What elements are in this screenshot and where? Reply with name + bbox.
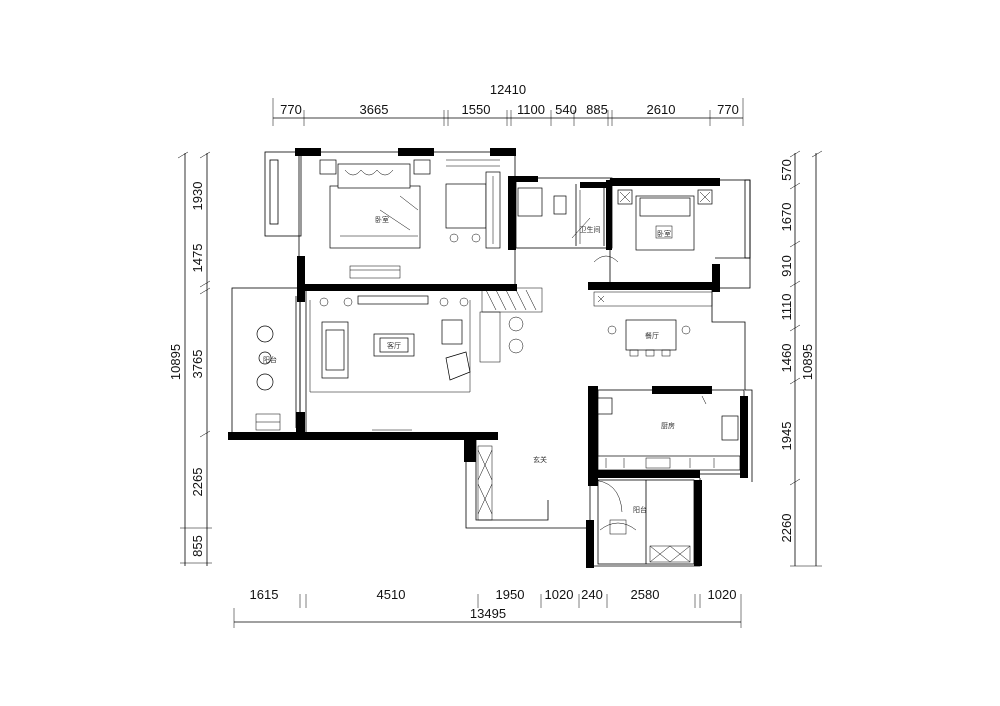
tv-cabinet bbox=[357, 295, 429, 305]
label-entry: 玄关 bbox=[533, 455, 547, 464]
dim-left-total: 10895 bbox=[168, 344, 183, 380]
dim-top-1: 770 bbox=[280, 102, 302, 117]
label-left-balcony: 阳台 bbox=[263, 355, 277, 364]
round-table bbox=[258, 351, 272, 365]
bathroom: 卫生间 bbox=[517, 187, 601, 244]
dim-bottom-3: 1950 bbox=[496, 587, 525, 602]
dim-bottom-6: 2580 bbox=[631, 587, 660, 602]
dim-right-3: 910 bbox=[779, 255, 794, 277]
dining-area: 餐厅 bbox=[479, 287, 713, 363]
dim-bottom-5: 240 bbox=[581, 587, 603, 602]
dim-bottom-4: 1020 bbox=[545, 587, 574, 602]
dim-left-5: 855 bbox=[190, 535, 205, 557]
left-balcony: 阳台 bbox=[255, 325, 281, 431]
dim-bottom-7: 1020 bbox=[708, 587, 737, 602]
left-dimension-chain: 10895 1930 1475 3765 2265 855 bbox=[168, 151, 212, 566]
dim-left-1: 1930 bbox=[190, 182, 205, 211]
kitchen: 厨房 bbox=[597, 395, 741, 471]
round-chair bbox=[256, 325, 274, 343]
master-bedroom: 卧室 bbox=[319, 159, 501, 279]
nightstand bbox=[413, 159, 431, 175]
top-dimension-chain: 12410 770 3665 1550 1100 540 885 2610 77… bbox=[272, 82, 744, 126]
round-chair bbox=[256, 373, 274, 391]
bottom-dimension-chain: 1615 4510 1950 1020 240 2580 1020 13495 bbox=[233, 587, 742, 628]
label-right-balcony: 阳台 bbox=[633, 505, 647, 514]
label-dining: 餐厅 bbox=[645, 331, 659, 340]
dim-right-7: 2260 bbox=[779, 514, 794, 543]
desk bbox=[445, 183, 487, 229]
kitchen-counter bbox=[597, 455, 741, 471]
label-second-bedroom: 卧室 bbox=[657, 229, 671, 238]
dim-left-4: 2265 bbox=[190, 468, 205, 497]
dim-left-2: 1475 bbox=[190, 244, 205, 273]
dim-right-5: 1460 bbox=[779, 344, 794, 373]
second-bedroom: 卧室 bbox=[593, 189, 713, 263]
dim-top-total: 12410 bbox=[490, 82, 526, 97]
dim-right-1: 570 bbox=[779, 159, 794, 181]
dim-top-8: 770 bbox=[717, 102, 739, 117]
toilet bbox=[553, 195, 567, 215]
dim-bottom-total: 13495 bbox=[470, 606, 506, 621]
label-kitchen: 厨房 bbox=[661, 421, 675, 430]
label-living-room: 客厅 bbox=[387, 341, 401, 350]
dim-top-7: 2610 bbox=[647, 102, 676, 117]
dim-top-5: 540 bbox=[555, 102, 577, 117]
dim-top-4: 1100 bbox=[517, 102, 545, 117]
dim-left-3: 3765 bbox=[190, 350, 205, 379]
nightstand bbox=[319, 159, 337, 175]
armchair bbox=[445, 351, 471, 381]
right-dimension-chain: 570 1670 910 1110 1460 1945 2260 10895 bbox=[779, 150, 823, 567]
dim-bottom-2: 4510 bbox=[377, 587, 406, 602]
dim-top-6: 885 bbox=[586, 102, 608, 117]
dim-right-6: 1945 bbox=[779, 422, 794, 451]
dim-top-2: 3665 bbox=[360, 102, 389, 117]
label-master-bedroom: 卧室 bbox=[375, 215, 389, 224]
solid-walls bbox=[228, 148, 748, 568]
label-bathroom: 卫生间 bbox=[580, 225, 601, 234]
dim-right-4: 1110 bbox=[779, 294, 794, 321]
living-room: 客厅 bbox=[309, 295, 471, 431]
dim-right-2: 1670 bbox=[779, 203, 794, 232]
dim-right-total: 10895 bbox=[800, 344, 815, 380]
entry-hall: 玄关 bbox=[477, 445, 623, 521]
dim-top-3: 1550 bbox=[462, 102, 491, 117]
dim-bottom-1: 1615 bbox=[250, 587, 279, 602]
right-balcony: 阳台 bbox=[599, 505, 691, 563]
